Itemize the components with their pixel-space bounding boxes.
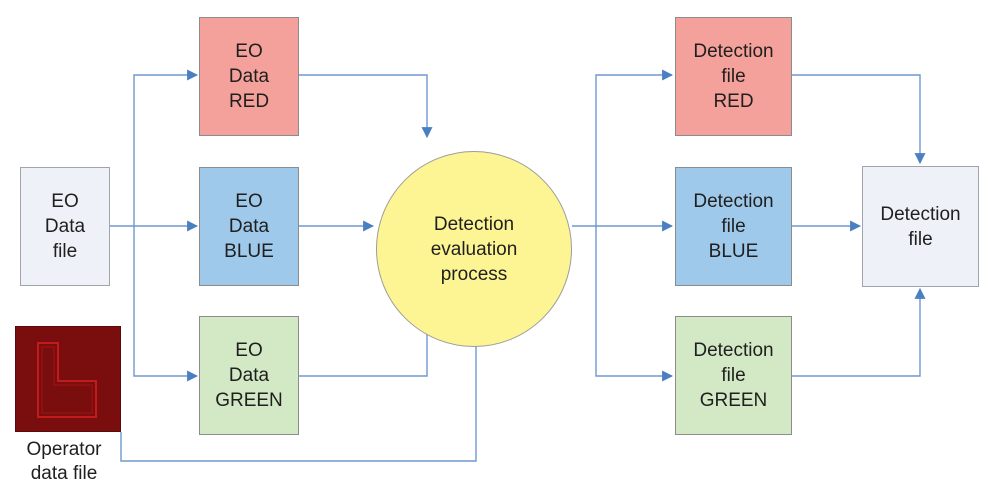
operator-label-line-2: data file [30,463,98,484]
detection-file-line-2: file [908,228,933,250]
eo-data-blue-line-2: Data [228,216,270,237]
eo-data-file-line-1: EO [51,191,79,212]
process-line-3: process [440,263,508,285]
eo-data-green-line-3: GREEN [215,390,283,411]
arrow-process-to-detred [595,69,674,226]
arrow-eofile-to-red [133,69,199,226]
arrow-detgreen-to-final [792,287,926,377]
detection-file-red-line-1: Detection [693,41,774,62]
detection-file-green-box: Detection file GREEN [675,316,792,435]
detection-file-red-line-3: RED [713,91,754,112]
eo-data-blue-box: EO Data BLUE [199,167,299,286]
operator-label-line-1: Operator [26,439,102,460]
arrow-eored-to-process [299,74,433,139]
detection-file-red-line-2: file [721,66,746,87]
eo-data-green-box: EO Data GREEN [199,316,299,435]
detection-file-red-box: Detection file RED [675,17,792,136]
eo-data-red-line-2: Data [228,66,270,87]
process-line-1: Detection [433,213,515,235]
eo-data-green-line-2: Data [228,365,270,386]
detection-file-box: Detection file [862,166,979,287]
eo-data-red-line-3: RED [228,91,270,112]
detection-file-blue-line-1: Detection [693,191,774,212]
eo-data-file-box: EO Data file [20,167,110,286]
arrow-eofile-to-green [133,226,199,382]
operator-data-file-label: Operator data file [4,438,124,486]
eo-data-green-line-1: EO [235,340,263,361]
detection-evaluation-process-node: Detection evaluation process [376,151,572,347]
detection-file-blue-line-3: BLUE [708,241,759,262]
eo-data-red-line-1: EO [235,41,263,62]
detection-file-line-1: Detection [880,203,961,225]
eo-data-file-line-2: Data [44,216,86,237]
eo-data-blue-line-1: EO [235,191,263,212]
arrow-detred-to-final [792,74,926,165]
process-line-2: evaluation [430,238,518,260]
arrow-process-to-detgreen [595,226,674,382]
detection-file-blue-line-2: file [721,216,746,237]
operator-data-file-icon [15,326,121,432]
detection-file-green-line-2: file [721,365,746,386]
arrow-operator-to-process [120,328,482,462]
operator-l-shape-icon [37,342,97,418]
detection-file-blue-box: Detection file BLUE [675,167,792,286]
eo-data-blue-line-3: BLUE [224,241,274,262]
eo-data-file-line-3: file [52,241,78,262]
detection-file-green-line-3: GREEN [699,390,768,411]
detection-file-green-line-1: Detection [693,340,774,361]
eo-data-red-box: EO Data RED [199,17,299,136]
